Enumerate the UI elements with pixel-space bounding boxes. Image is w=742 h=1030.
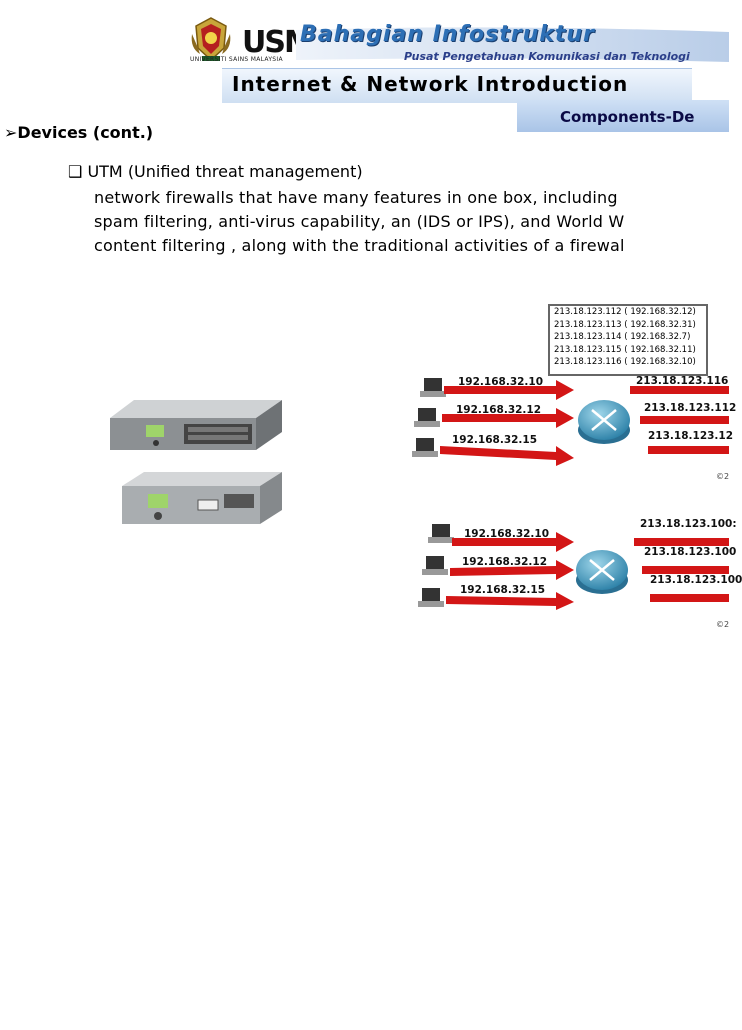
- utm-title: UTM (Unified threat management): [87, 162, 363, 181]
- devices-heading-text: Devices (cont.): [17, 123, 154, 142]
- nat-entry: 213.18.123.115 ( 192.168.32.11): [554, 344, 696, 355]
- public-ip-label: 213.18.123.100: [650, 574, 742, 586]
- arrow-icon: [440, 380, 574, 466]
- utm-appliances-image: [110, 400, 282, 524]
- body-line-1: network firewalls that have many feature…: [94, 188, 618, 207]
- copyright-mark: ©2: [716, 472, 730, 481]
- arrow-icon: [446, 532, 574, 610]
- nat-entry: 213.18.123.114 ( 192.168.32.7): [554, 332, 691, 343]
- devices-heading: ➢Devices (cont.): [4, 123, 153, 142]
- section-title: Components-De: [560, 108, 695, 126]
- private-ip-label: 192.168.32.12: [462, 556, 548, 568]
- banner-swoosh: [296, 27, 729, 62]
- nat-entry: 213.18.123.113 ( 192.168.32.31): [554, 319, 696, 330]
- nat-entry: 213.18.123.116 ( 192.168.32.10): [554, 357, 696, 368]
- public-ip-label: 213.18.123.12: [648, 430, 734, 442]
- section-bar: [517, 100, 729, 132]
- slide-title-bar: [222, 68, 692, 103]
- private-ip-label: 192.168.32.10: [458, 376, 544, 388]
- banner-title: Bahagian Infostruktur: [300, 22, 595, 47]
- private-ip-label: 192.168.32.10: [464, 528, 550, 540]
- computer-icon: [418, 524, 454, 607]
- nat-diagram-top: [412, 378, 729, 466]
- computer-icon: [412, 378, 446, 457]
- nat-diagram-bottom: [418, 524, 729, 610]
- public-ip-label: 213.18.123.100:: [640, 518, 737, 530]
- copyright-mark: ©2: [716, 620, 730, 629]
- body-line-3: content filtering , along with the tradi…: [94, 236, 625, 255]
- utm-item: ❑ UTM (Unified threat management): [68, 162, 363, 181]
- usm-crest-logo: [191, 17, 231, 62]
- arrow-icon: [630, 386, 729, 454]
- router-icon: [578, 400, 630, 444]
- arrow-icon: [634, 538, 729, 602]
- public-ip-label: 213.18.123.112: [644, 402, 737, 414]
- utm-appliance-bottom: [122, 472, 282, 524]
- body-line-2: spam filtering, anti-virus capability, a…: [94, 212, 625, 231]
- arrow-bullet-icon: ➢: [4, 123, 18, 142]
- private-ip-label: 192.168.32.15: [452, 434, 538, 446]
- router-icon: [576, 550, 628, 594]
- usm-logo: USM: [240, 22, 314, 60]
- private-ip-label: 192.168.32.15: [460, 584, 546, 596]
- private-ip-label: 192.168.32.12: [456, 404, 542, 416]
- public-ip-label: 213.18.123.100: [644, 546, 737, 558]
- nat-entry: 213.18.123.112 ( 192.168.32.12): [554, 307, 696, 317]
- checkbox-bullet-icon: ❑: [68, 162, 83, 181]
- utm-appliance-top: [110, 400, 282, 450]
- public-ip-label: 213.18.123.116: [636, 375, 729, 387]
- banner-subtitle: Pusat Pengetahuan Komunikasi dan Teknolo…: [404, 50, 690, 63]
- slide-title: Internet & Network Introduction: [232, 72, 629, 96]
- nat-table: 213.18.123.112 ( 192.168.32.12) 213.18.1…: [548, 304, 708, 376]
- university-name: UNIVERSITI SAINS MALAYSIA: [190, 56, 283, 63]
